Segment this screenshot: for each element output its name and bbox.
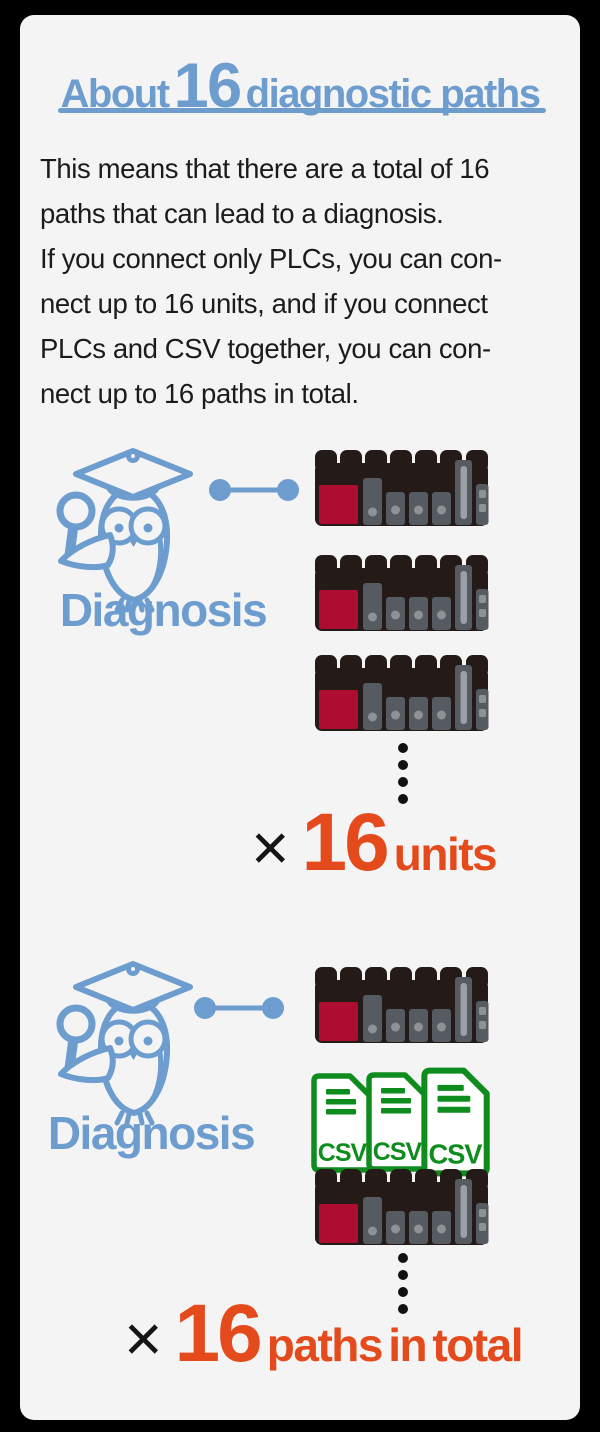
- intro-line: If you connect only PLCs, you can con-: [40, 243, 502, 274]
- csv-label: CSV: [318, 1139, 368, 1167]
- title-number: 16: [173, 51, 243, 121]
- multiplier-units: × 16 units: [251, 797, 498, 888]
- intro-line: nect up to 16 paths in total.: [40, 378, 359, 409]
- multiplier-paths: × 16 paths in total: [124, 1288, 524, 1379]
- times-sign: ×: [124, 1301, 163, 1375]
- ellipsis-dot: [398, 794, 408, 804]
- plc-device-icon: [315, 555, 489, 631]
- ellipsis-dot: [398, 1270, 408, 1280]
- ellipsis-dots: [397, 743, 409, 804]
- link-connector-icon: [206, 476, 302, 504]
- diagnosis-label: Diagnosis: [59, 584, 268, 636]
- plc-device-icon: [315, 450, 489, 526]
- plc-device-icon: [315, 967, 489, 1043]
- ellipsis-dot: [398, 743, 408, 753]
- csv-file-icon: CSV: [310, 1073, 374, 1173]
- multiplier-unit: paths in total: [266, 1319, 524, 1371]
- csv-file-icon: CSV: [365, 1071, 429, 1173]
- info-card: About 16 diagnostic paths This means tha…: [20, 15, 580, 1420]
- multiplier-unit: units: [393, 828, 498, 880]
- multiplier-number: 16: [174, 1288, 263, 1379]
- plc-device-icon: [315, 1169, 489, 1245]
- intro-line: nect up to 16 units, and if you connect: [40, 288, 488, 319]
- times-sign: ×: [251, 810, 290, 884]
- csv-label: CSV: [429, 1139, 484, 1170]
- plc-device-icon: [315, 655, 489, 731]
- diagnosis-label: Diagnosis: [47, 1107, 256, 1159]
- title-suffix: diagnostic paths: [245, 72, 541, 116]
- link-connector-icon: [191, 994, 287, 1022]
- title-prefix: About: [60, 72, 171, 116]
- ellipsis-dot: [398, 1287, 408, 1297]
- ellipsis-dots: [397, 1253, 409, 1314]
- intro-line: This means that there are a total of 16: [40, 153, 490, 184]
- title-underline: [58, 108, 546, 113]
- multiplier-number: 16: [301, 797, 390, 888]
- csv-file-icon: CSV: [420, 1067, 490, 1177]
- ellipsis-dot: [398, 760, 408, 770]
- ellipsis-dot: [398, 1304, 408, 1314]
- intro-paragraph: This means that there are a total of 16 …: [40, 146, 566, 416]
- intro-line: paths that can lead to a diagnosis.: [40, 198, 444, 229]
- diagnosis-owl-icon: [52, 960, 204, 1128]
- page-title: About 16 diagnostic paths: [20, 55, 580, 118]
- ellipsis-dot: [398, 1253, 408, 1263]
- ellipsis-dot: [398, 777, 408, 787]
- csv-label: CSV: [373, 1138, 423, 1166]
- intro-line: PLCs and CSV together, you can con-: [40, 333, 491, 364]
